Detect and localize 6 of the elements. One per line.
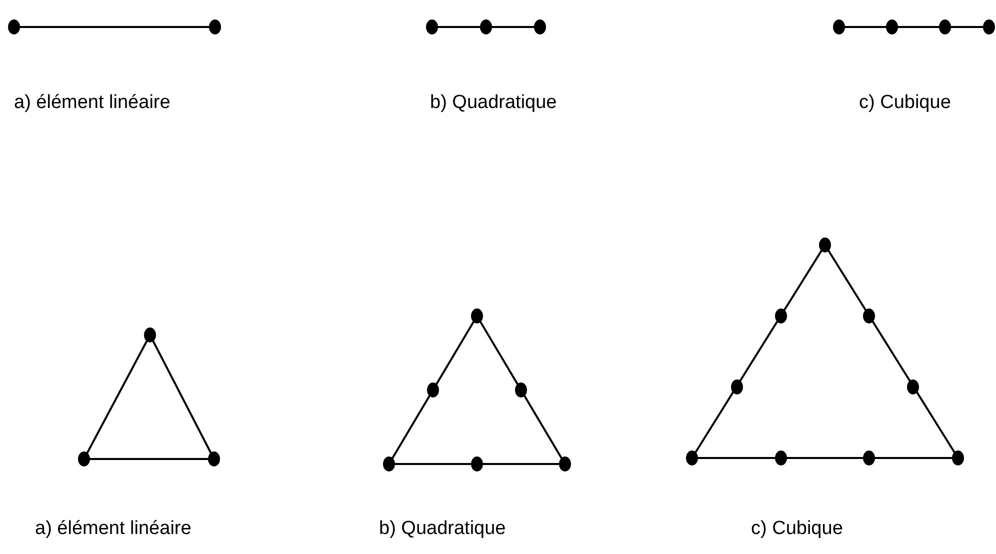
element-caption: a) élément linéaire	[14, 92, 170, 114]
element-caption: b) Quadratique	[430, 92, 557, 114]
element-caption: a) élément linéaire	[35, 518, 192, 540]
element-caption: c) Cubique	[751, 518, 843, 540]
element-caption: b) Quadratique	[379, 518, 506, 540]
element-caption: c) Cubique	[859, 92, 951, 114]
